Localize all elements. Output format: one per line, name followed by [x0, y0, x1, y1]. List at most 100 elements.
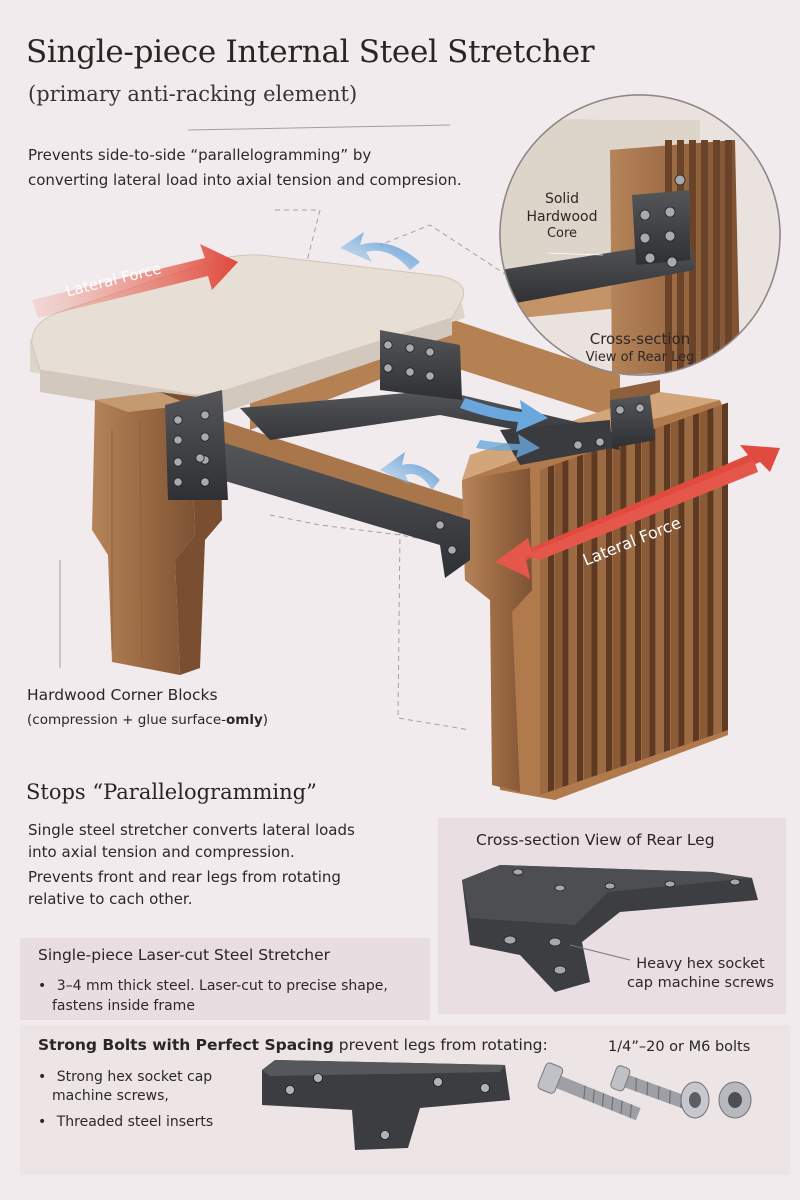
leg-slat-gap: [693, 413, 699, 742]
screws-label-line1: Heavy hex socket: [636, 956, 765, 972]
leg-slat-gap: [620, 439, 627, 767]
bolt-head-icon: [447, 545, 457, 555]
bolt-head-icon: [200, 410, 210, 420]
leg-slat-gap: [707, 407, 714, 737]
laser-bullet: • 3–4 mm thick steel. Laser-cut to preci…: [38, 977, 388, 996]
leg-slat-gap: [678, 418, 685, 747]
corner-blocks-note-b: omly: [226, 712, 263, 728]
bolts-bullet-1-line1: Strong hex socket cap: [56, 1069, 213, 1085]
bolt-head-icon: [573, 440, 583, 450]
leg-slat: [627, 435, 635, 765]
laser-bullet-line2: fastens inside frame: [52, 998, 195, 1014]
screws-label: Heavy hex socket cap machine screws: [618, 955, 783, 993]
leg-slat: [540, 467, 548, 795]
hardwood-core-label-line1: Solid: [544, 191, 580, 207]
bolt-head-icon: [200, 432, 210, 442]
inset-caption-line2: View of Rear Leg: [585, 349, 695, 365]
leg-slat-gap: [649, 428, 656, 757]
leg-slat: [656, 425, 664, 755]
screws-label-line2: cap machine screws: [626, 974, 775, 991]
leg-slat-gap: [635, 433, 641, 762]
bolt-head-icon: [425, 347, 435, 357]
bolt-head-icon: [664, 230, 676, 242]
inset-slat-gap: [713, 140, 720, 375]
leg-slat: [714, 404, 722, 735]
leg-slat: [583, 451, 592, 780]
corner-blocks-note-c: ): [262, 712, 269, 728]
leg-slat-gap: [664, 423, 670, 752]
bolts-panel-title-bold: Strong Bolts with Perfect Spacing: [38, 1036, 334, 1054]
bolts-bullet-2-text: Threaded steel inserts: [56, 1114, 214, 1130]
inset-caption: Cross-section View of Rear Leg: [560, 330, 720, 366]
leg-slat: [554, 461, 563, 790]
leg-slat: [569, 456, 577, 785]
hex-bolts: [537, 1062, 752, 1121]
laser-panel-bg: [20, 938, 430, 1020]
bolt-head-icon: [635, 403, 645, 413]
hardwood-core-label-line2: Hardwood: [526, 209, 598, 226]
rotation-arrows: [340, 232, 548, 490]
intro-line-2: converting lateral load into axial tensi…: [28, 171, 462, 189]
steel-stretcher: [165, 330, 655, 578]
bolt-head-icon: [383, 363, 393, 373]
bolt-head-icon: [674, 174, 686, 186]
bolt-spec-label: 1/4”–20 or M6 bolts: [608, 1039, 751, 1055]
stops-line-4: relative to cach other.: [28, 890, 193, 908]
corner-blocks-note-a: (compression + glue surface-: [27, 712, 226, 728]
laser-bullet-line1: 3–4 mm thick steel. Laser-cut to precise…: [56, 978, 388, 994]
leg-slat: [641, 430, 650, 760]
bolts-panel-title: Strong Bolts with Perfect Spacing preven…: [38, 1036, 548, 1054]
bolt-head-icon: [195, 453, 205, 463]
bolts-bullet-2: • Threaded steel inserts: [38, 1113, 213, 1132]
t-plate-small: [262, 1060, 510, 1150]
bolt-head-icon: [639, 209, 651, 221]
lateral-force-arrow-right: [495, 445, 780, 580]
bolt-head-icon: [666, 256, 678, 268]
stool: [30, 232, 780, 800]
leg-slat-gap: [606, 444, 612, 772]
bolt-head-icon: [639, 232, 651, 244]
corner-blocks-note: (compression + glue surface-omly): [27, 712, 268, 728]
bolt-head-icon: [644, 252, 656, 264]
inset-slat-gap: [701, 140, 708, 375]
bullet-marker: •: [38, 1114, 47, 1130]
leg-slat-gap: [577, 454, 583, 782]
leg-slat-gap: [722, 402, 728, 732]
leg-slat: [670, 420, 679, 750]
stops-line-2: into axial tension and compression.: [28, 843, 295, 861]
bolt-head-icon: [383, 340, 393, 350]
bolt-head-icon: [615, 405, 625, 415]
stops-line-1: Single steel stretcher converts lateral …: [28, 821, 355, 839]
leg-slat: [612, 441, 621, 770]
bolt-head-icon: [173, 435, 183, 445]
page-title: Single-piece Internal Steel Stretcher: [26, 34, 595, 70]
bolts-bullet-1-line2: machine screws,: [52, 1088, 169, 1104]
bolt-head-icon: [173, 477, 183, 487]
stops-line-3: Prevents front and rear legs from rotati…: [28, 868, 341, 886]
bolt-head-icon: [425, 371, 435, 381]
leg-slat: [598, 446, 606, 775]
inset-slat-gap: [725, 140, 732, 375]
hardwood-core-label: Solid Hardwood Core: [512, 190, 612, 243]
bolt-head-icon: [405, 343, 415, 353]
leg-slat: [699, 409, 708, 740]
t-plate-large: [462, 865, 758, 992]
stops-heading: Stops “Parallelogramming”: [26, 780, 317, 804]
bolt-head-icon: [173, 457, 183, 467]
bullet-marker: •: [38, 978, 47, 994]
page-subtitle: (primary anti-racking element): [28, 82, 358, 106]
bolt-head-icon: [435, 520, 445, 530]
inset-caption-line1: Cross-section: [589, 330, 691, 348]
lateral-force-arrow-left: [32, 244, 238, 318]
cross-section-inset: [499, 94, 781, 376]
corner-blocks-title: Hardwood Corner Blocks: [27, 686, 218, 704]
leg-slat-gap: [548, 465, 554, 792]
bolt-head-icon: [173, 415, 183, 425]
bolt-head-icon: [595, 437, 605, 447]
crosssection-panel-title: Cross-section View of Rear Leg: [476, 831, 715, 849]
laser-panel-title: Single-piece Laser-cut Steel Stretcher: [38, 946, 331, 964]
bolt-head-icon: [664, 206, 676, 218]
leg-slat-gap: [562, 459, 569, 787]
bullet-marker: •: [38, 1069, 47, 1085]
